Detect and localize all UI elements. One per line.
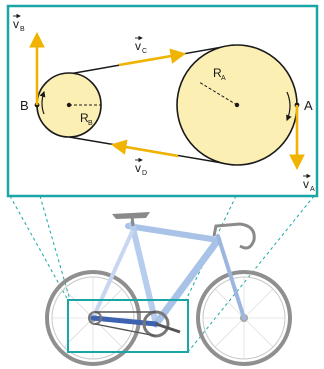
svg-text:v: v xyxy=(135,161,141,175)
svg-text:C: C xyxy=(142,48,147,55)
rotation-arrow-b xyxy=(39,90,46,115)
label-v-c: v C xyxy=(135,35,147,55)
bike-seat xyxy=(112,212,150,219)
rotation-arrow-a xyxy=(286,91,292,122)
svg-text:A: A xyxy=(310,186,315,193)
seat-post xyxy=(130,215,135,227)
label-v-d: v D xyxy=(135,157,147,177)
label-point-a: A xyxy=(304,98,313,113)
label-radius-b: R B xyxy=(80,111,93,127)
label-v-b: v B xyxy=(13,13,25,33)
zoom-connector-lines xyxy=(9,195,315,353)
label-radius-a: R A xyxy=(213,66,226,82)
label-point-b: B xyxy=(20,98,29,113)
pulley-a xyxy=(176,44,298,166)
svg-text:A: A xyxy=(221,75,226,82)
svg-text:R: R xyxy=(213,66,222,80)
svg-text:v: v xyxy=(13,17,19,31)
wheel-spokes xyxy=(52,277,285,359)
svg-text:B: B xyxy=(88,120,93,127)
bicycle-illustration xyxy=(9,195,315,366)
radius-a-line xyxy=(198,81,238,106)
svg-text:B: B xyxy=(20,26,25,33)
svg-text:D: D xyxy=(142,170,147,177)
bike-drivetrain xyxy=(88,310,181,338)
bike-handlebar xyxy=(212,222,256,250)
velocity-arrow-d xyxy=(110,139,179,158)
zoom-region-box xyxy=(67,299,189,353)
label-v-a: v A xyxy=(303,173,315,193)
svg-text:v: v xyxy=(135,39,141,53)
svg-text:R: R xyxy=(80,111,89,125)
pulley-b xyxy=(36,72,102,138)
bike-frame xyxy=(90,221,246,328)
velocity-arrow-c xyxy=(118,48,187,67)
svg-text:v: v xyxy=(303,177,309,191)
